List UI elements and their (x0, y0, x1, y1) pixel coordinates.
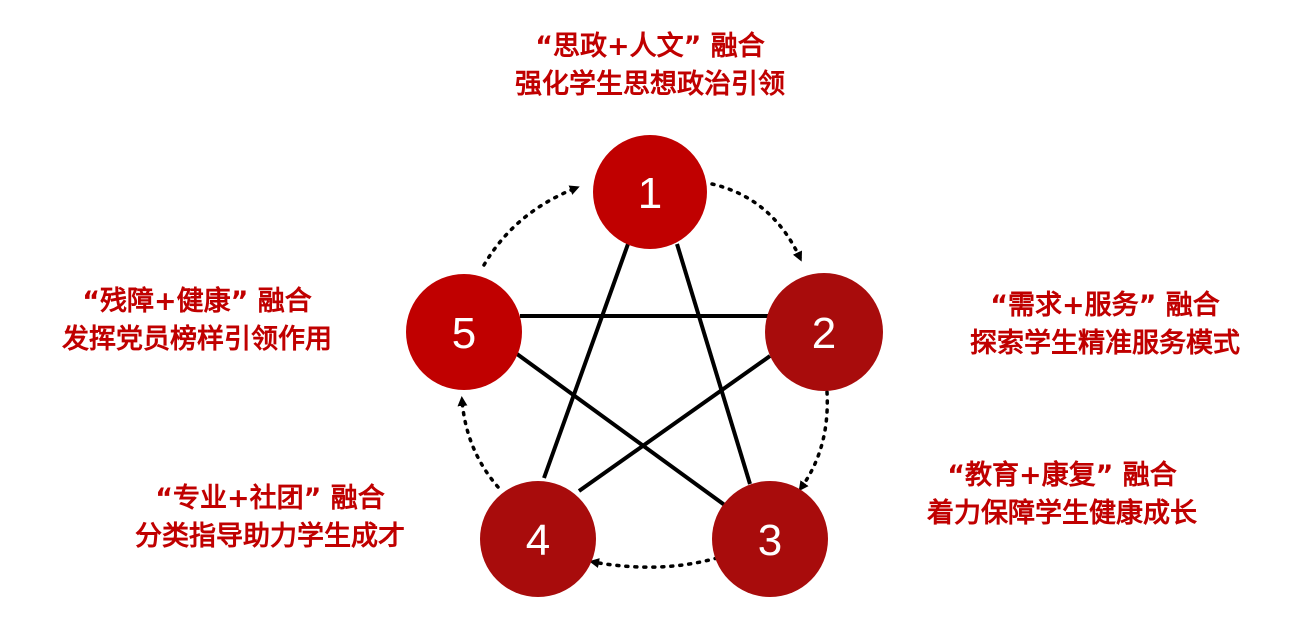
node-label-2: “需求+服务” 融合 探索学生精准服务模式 (905, 287, 1301, 363)
node-title-2: “需求+服务” 融合 (990, 290, 1220, 321)
node-number-1: 1 (638, 169, 662, 218)
arrow-1-to-2 (710, 182, 802, 262)
node-subtitle-3: 着力保障学生健康成长 (927, 498, 1197, 529)
node-circle-2 (765, 273, 883, 391)
node-subtitle-4: 分类指导助力学生成才 (135, 521, 405, 552)
node-4: 4 (480, 481, 596, 597)
arrow-5-to-1 (482, 185, 580, 267)
node-subtitle-5: 发挥党员榜样引领作用 (62, 324, 332, 355)
node-number-2: 2 (812, 309, 836, 358)
node-1: 1 (593, 135, 707, 249)
node-number-4: 4 (526, 516, 550, 565)
node-title-3: “教育+康复” 融合 (947, 460, 1177, 491)
arrow-3-to-4 (589, 556, 719, 569)
node-circle-5 (406, 274, 522, 390)
node-title-1: “思政+人文” 融合 (535, 31, 765, 62)
cycle-arrows (457, 182, 830, 569)
node-title-5: “残障+健康” 融合 (82, 286, 312, 317)
node-label-3: “教育+康复” 融合 着力保障学生健康成长 (862, 457, 1262, 533)
arrow-2-to-3 (798, 390, 830, 492)
node-number-5: 5 (452, 309, 476, 358)
node-number-3: 3 (758, 516, 782, 565)
node-label-1: “思政+人文” 融合 强化学生思想政治引领 (450, 28, 850, 104)
star-lines (515, 243, 772, 508)
node-label-5: “残障+健康” 融合 发挥党员榜样引领作用 (0, 283, 397, 359)
node-2: 2 (765, 273, 883, 391)
node-title-4: “专业+社团” 融合 (155, 483, 385, 514)
node-circle-3 (712, 481, 828, 597)
node-3: 3 (712, 481, 828, 597)
star-line-2-4 (577, 354, 772, 493)
arrow-4-to-5 (457, 396, 500, 489)
node-circle-1 (593, 135, 707, 249)
star-line-5-3 (515, 352, 728, 508)
node-label-4: “专业+社团” 融合 分类指导助力学生成才 (70, 480, 470, 556)
star-line-1-3 (675, 243, 752, 485)
node-circle-4 (480, 481, 596, 597)
star-line-1-4 (542, 243, 630, 479)
node-subtitle-2: 探索学生精准服务模式 (970, 328, 1240, 359)
node-5: 5 (406, 274, 522, 390)
node-subtitle-1: 强化学生思想政治引领 (515, 69, 785, 100)
